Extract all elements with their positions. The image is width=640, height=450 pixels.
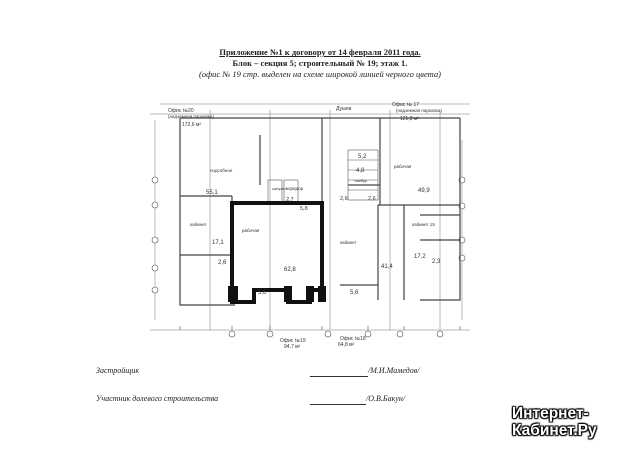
- dimension-grid: [150, 103, 470, 331]
- stair-core: [267, 149, 379, 205]
- hatch-columns: [228, 286, 326, 302]
- label-office-19-area: 94,7 м²: [284, 344, 301, 350]
- room-word: кабинет: [340, 240, 357, 245]
- document-header: Приложение №1 к договору от 14 февраля 2…: [0, 47, 640, 80]
- label-office-17: Офис № 17: [392, 102, 419, 108]
- dimension-ticks: [179, 326, 461, 330]
- room-word: кабинет: [190, 222, 207, 227]
- room-area: 4,8: [356, 168, 365, 174]
- label-office-19: Офис №19: [280, 338, 306, 344]
- building-walls: [179, 117, 461, 306]
- room-area: 5,8: [300, 206, 308, 212]
- room-area: 5,2: [358, 154, 367, 160]
- participant-role: Участник долевого строительства: [96, 394, 219, 403]
- watermark-logo: Интернет- Кабинет.Ру: [512, 405, 632, 439]
- room-word: рабочая: [242, 228, 260, 233]
- room-word: тамбур: [354, 178, 368, 183]
- developer-role: Застройщик: [96, 366, 140, 375]
- room-area: 5,6: [350, 290, 359, 296]
- participant-signature-line: [310, 404, 366, 405]
- floor-plan: Офис №20 (надземная парковка) 172,6 м² Д…: [150, 102, 470, 350]
- watermark-line-2: Кабинет.Ру: [512, 422, 597, 439]
- label-office-20-area: 172,6 м²: [182, 122, 201, 128]
- room-area: 2,6: [340, 196, 348, 202]
- label-office-20-sub: (надземная парковка): [168, 114, 214, 119]
- label-office-17-area: 121,8 м²: [400, 116, 419, 122]
- room-area: 17,2: [414, 254, 426, 260]
- room-area: 2,6: [368, 196, 376, 202]
- room-word: кабинет 15: [412, 222, 435, 227]
- developer-name: /М.И.Мамедов/: [368, 366, 420, 375]
- room-word: санузел: [272, 186, 287, 191]
- axis-markers: [151, 176, 466, 338]
- label-office-18: Офис №18: [340, 336, 366, 342]
- room-word: рабочая: [394, 164, 412, 169]
- label-top-mid: Душев: [336, 106, 352, 112]
- room-area: 41,4: [381, 264, 393, 270]
- label-office-17-sub: (надземная парковка): [396, 108, 442, 113]
- label-office-20: Офис №20: [168, 108, 194, 114]
- room-word: подсобное: [210, 168, 233, 173]
- header-subtitle: Блок – секция 5; строительный № 19; этаж…: [232, 58, 408, 68]
- header-title: Приложение №1 к договору от 14 февраля 2…: [219, 47, 421, 57]
- room-area: 55,1: [206, 190, 218, 196]
- participant-name: /О.В.Бакун/: [366, 394, 406, 403]
- room-area: 2,6: [218, 260, 227, 266]
- room-area: 62,8: [284, 267, 296, 273]
- room-area: 49,9: [418, 188, 430, 194]
- label-office-18-area: 64,8 м²: [338, 342, 355, 348]
- room-area: 2,7: [286, 197, 294, 203]
- room-area: 2,3: [432, 259, 441, 265]
- room-word: коридор: [286, 186, 304, 191]
- header-note: (офис № 19 стр. выделен на схеме широкой…: [199, 69, 441, 79]
- room-area: 5,6: [258, 290, 267, 296]
- room-area: 17,1: [212, 240, 224, 246]
- watermark-line-1: Интернет-: [512, 405, 589, 422]
- developer-signature-line: [310, 376, 368, 377]
